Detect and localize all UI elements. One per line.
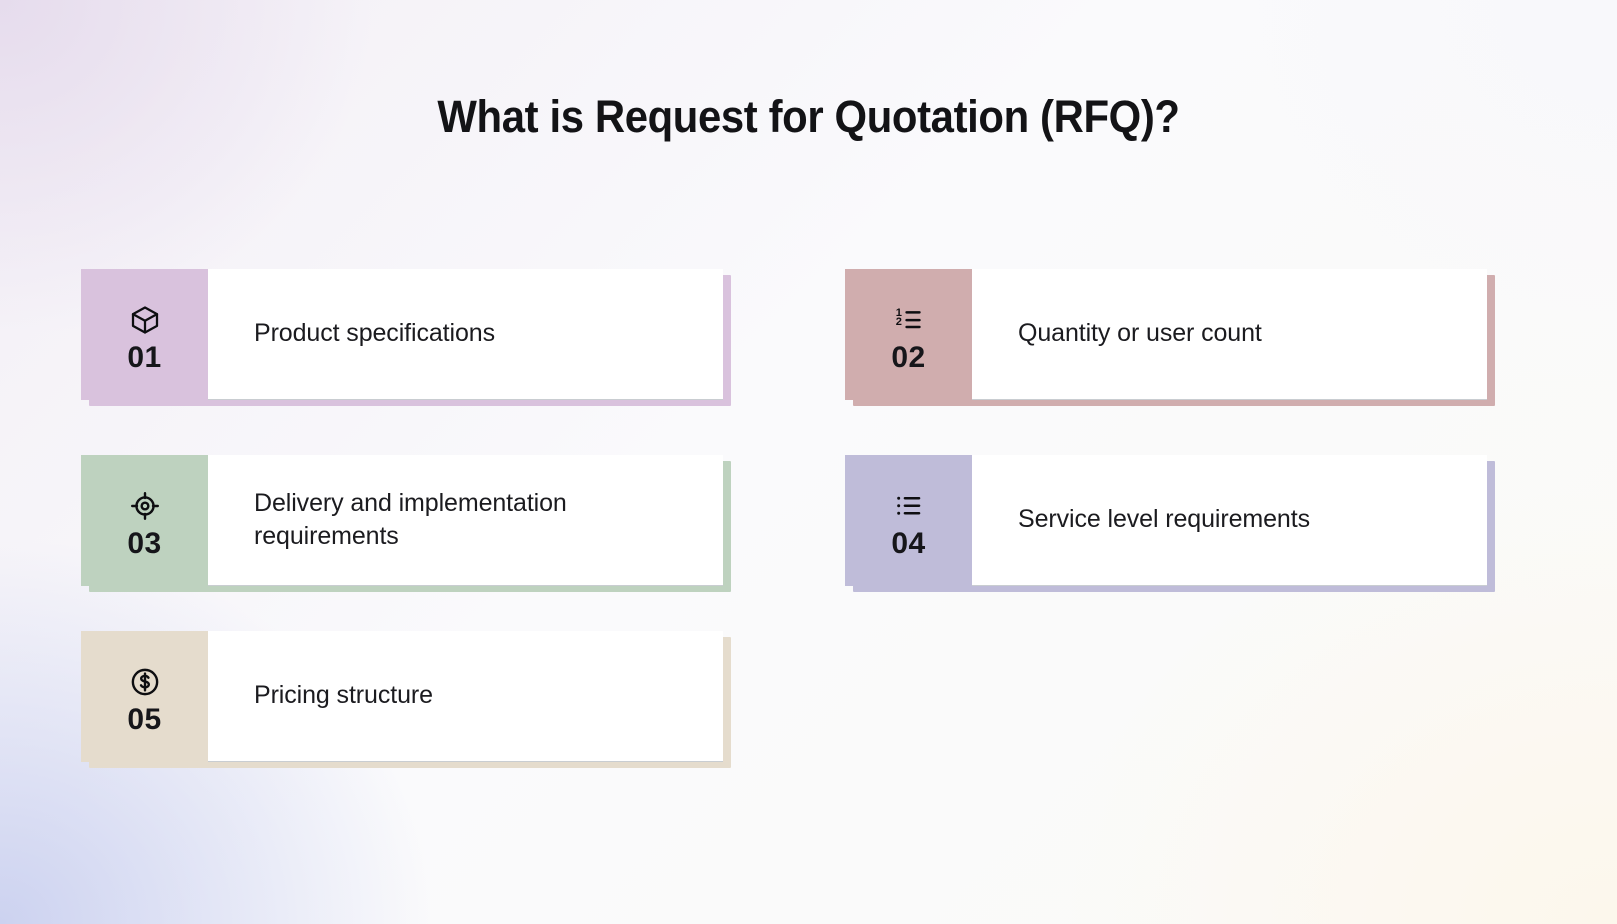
card-number: 03 [127,526,162,560]
crosshair-target-icon [128,489,162,523]
card-label: Quantity or user count [1018,319,1262,348]
bulleted-list-icon [892,489,926,523]
card-number: 01 [127,340,162,374]
card-panel: Service level requirements [972,455,1487,586]
dollar-circle-icon [128,665,162,699]
card-number-tab: 03 [81,455,208,586]
card-panel: Product specifications [208,269,723,400]
card-number: 05 [127,702,162,736]
card-label: Service level requirements [1018,505,1310,534]
card-item[interactable]: 01 Product specifications [81,269,731,406]
card-panel: Pricing structure [208,631,723,762]
card-number-tab: 01 [81,269,208,400]
card-number-tab: 04 [845,455,972,586]
ordered-list-icon: 1 2 [892,303,926,337]
card-panel: Quantity or user count [972,269,1487,400]
card-label: Delivery and implementation requirements [254,488,567,550]
card-item[interactable]: 03 Delivery and implementation requireme… [81,455,731,592]
card-panel: Delivery and implementation requirements [208,455,723,586]
svg-text:1: 1 [896,307,902,319]
card-number: 04 [891,526,926,560]
card-item[interactable]: 1 2 02 Quantity or user count [845,269,1495,406]
page-title: What is Request for Quotation (RFQ)? [437,91,1180,142]
card-item[interactable]: 05 Pricing structure [81,631,731,768]
card-number: 02 [891,340,926,374]
card-label: Pricing structure [254,681,433,710]
card-item[interactable]: 04 Service level requirements [845,455,1495,592]
box-3d-icon [128,303,162,337]
card-number-tab: 1 2 02 [845,269,972,400]
card-number-tab: 05 [81,631,208,762]
card-label: Product specifications [254,319,495,348]
svg-text:2: 2 [896,316,902,328]
